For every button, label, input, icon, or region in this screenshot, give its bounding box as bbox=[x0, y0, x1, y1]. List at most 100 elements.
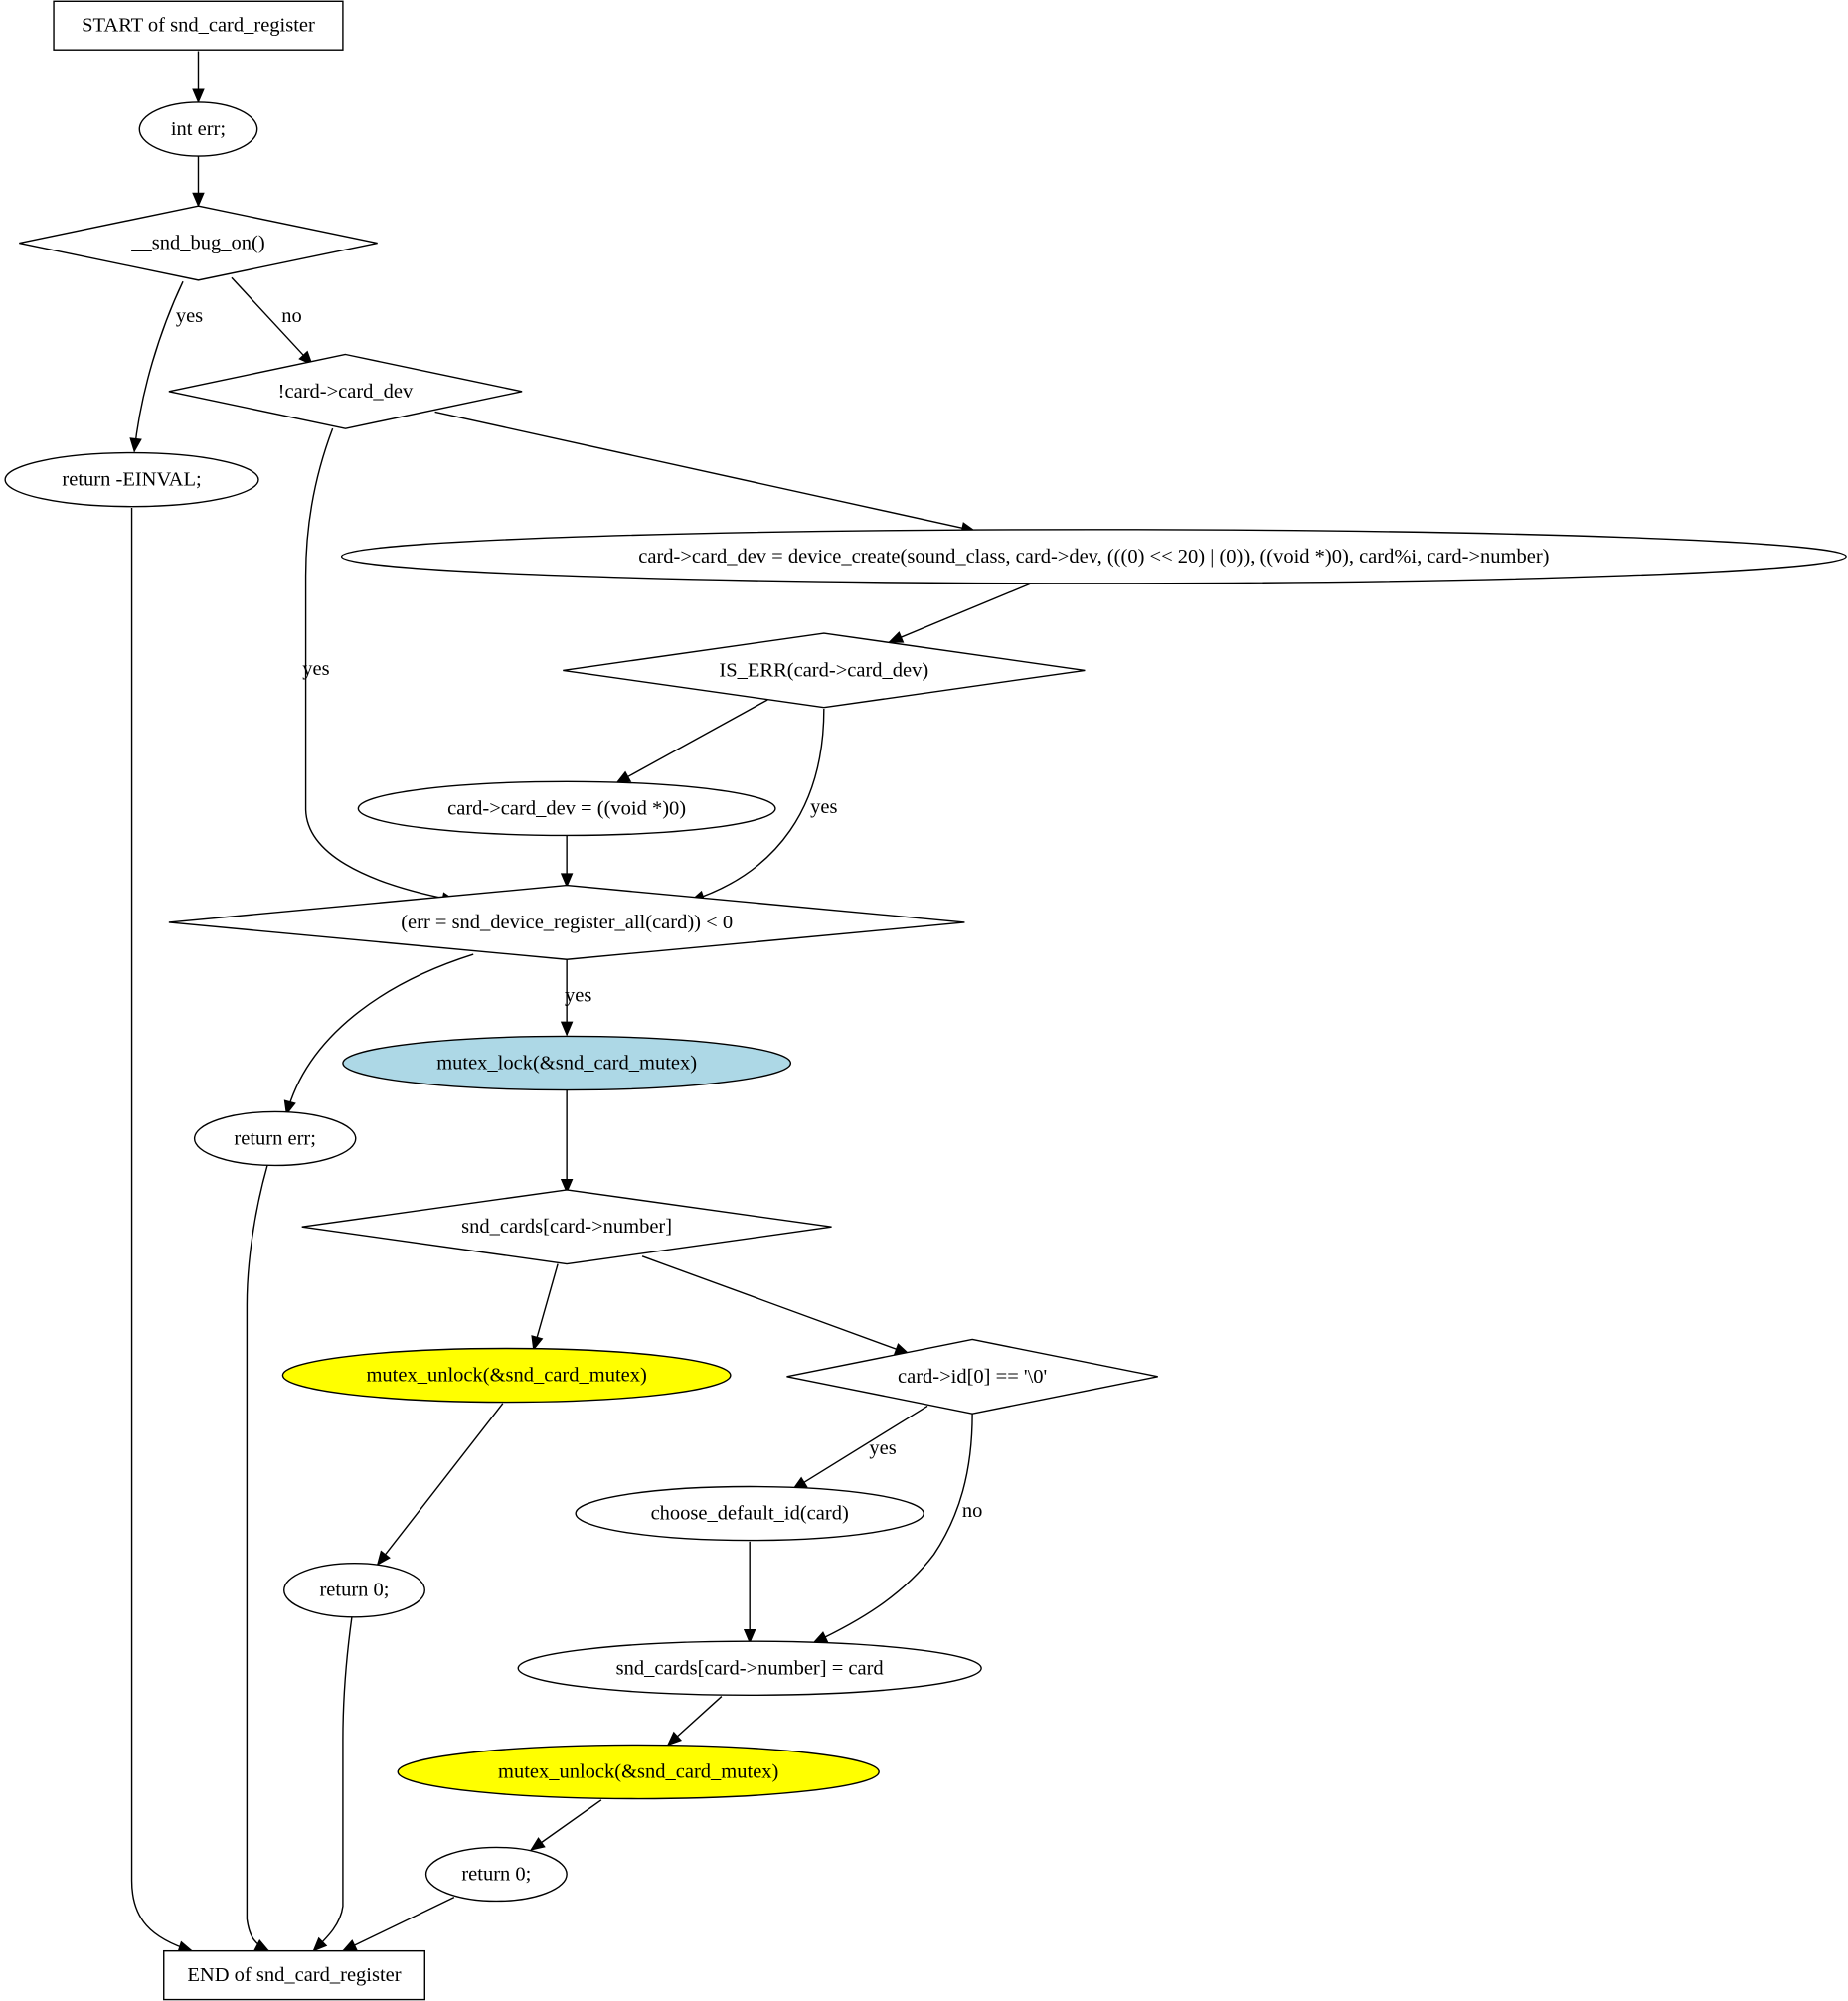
node-assign: snd_cards[card->number] = card bbox=[517, 1640, 982, 1696]
ellipse-shape bbox=[281, 1347, 732, 1404]
node-ret_einval: return -EINVAL; bbox=[4, 451, 259, 508]
edge-arrowhead bbox=[341, 1939, 358, 1952]
edge-label-yes: yes bbox=[302, 658, 329, 680]
diamond-shape bbox=[168, 353, 523, 429]
node-label: (err = snd_device_register_all(card)) < … bbox=[401, 912, 733, 933]
edge-e2 bbox=[192, 156, 205, 208]
edge-e24 bbox=[312, 1616, 353, 1952]
node-id_chk: card->id[0] == '\0' bbox=[786, 1338, 1158, 1415]
edge-line bbox=[304, 427, 456, 902]
edge-e16: yes bbox=[791, 1405, 928, 1490]
node-dev_create: card->card_dev = device_create(sound_cla… bbox=[340, 529, 1847, 584]
edge-line bbox=[641, 1255, 910, 1355]
edge-e17: no bbox=[812, 1414, 983, 1644]
node-label: card->card_dev = device_create(sound_cla… bbox=[638, 546, 1549, 568]
edge-e19 bbox=[743, 1541, 756, 1644]
node-label: choose_default_id(card) bbox=[651, 1503, 849, 1525]
edge-arrowhead bbox=[615, 770, 632, 784]
diamond-shape bbox=[301, 1189, 832, 1265]
node-label: return 0; bbox=[461, 1863, 531, 1885]
node-cards_chk: snd_cards[card->number] bbox=[301, 1189, 832, 1265]
edge-line bbox=[434, 411, 975, 532]
node-label: int err; bbox=[171, 118, 226, 140]
node-label: __snd_bug_on() bbox=[130, 233, 264, 254]
edge-arrowhead bbox=[283, 1099, 296, 1116]
edge-line bbox=[377, 1403, 504, 1566]
edge-label-yes: yes bbox=[565, 984, 591, 1006]
edge-e8 bbox=[615, 699, 768, 784]
edge-e14 bbox=[531, 1263, 559, 1352]
edge-label-no: no bbox=[962, 1500, 983, 1522]
edge-e3: yes bbox=[129, 280, 203, 453]
diamond-shape bbox=[563, 632, 1086, 709]
node-label: snd_cards[card->number] bbox=[461, 1216, 672, 1238]
edge-line bbox=[889, 583, 1032, 643]
edge-line bbox=[813, 1414, 973, 1644]
diamond-shape bbox=[786, 1338, 1158, 1415]
node-label: card->card_dev = ((void *)0) bbox=[447, 797, 686, 819]
ellipse-shape bbox=[424, 1846, 568, 1903]
edge-line bbox=[285, 953, 474, 1115]
node-label: mutex_lock(&snd_card_mutex) bbox=[436, 1053, 697, 1075]
node-is_err: IS_ERR(card->card_dev) bbox=[563, 632, 1086, 709]
box-shape bbox=[53, 0, 344, 51]
edge-e23 bbox=[246, 1165, 270, 1952]
diamond-shape bbox=[168, 884, 965, 960]
edge-label-yes: yes bbox=[869, 1437, 896, 1459]
ellipse-shape bbox=[283, 1563, 425, 1618]
edge-e18 bbox=[376, 1403, 504, 1567]
edge-arrowhead bbox=[376, 1550, 391, 1567]
edge-e15 bbox=[641, 1255, 910, 1355]
node-label: IS_ERR(card->card_dev) bbox=[719, 659, 928, 681]
node-label: END of snd_card_register bbox=[187, 1964, 401, 1986]
edge-line bbox=[792, 1405, 928, 1490]
edge-e1 bbox=[192, 51, 205, 104]
edge-arrowhead bbox=[743, 1629, 756, 1644]
edge-arrowhead bbox=[560, 873, 574, 889]
edge-line bbox=[231, 276, 313, 366]
edge-line bbox=[533, 1263, 559, 1350]
node-label: return 0; bbox=[319, 1580, 389, 1601]
node-label: return -EINVAL; bbox=[62, 469, 201, 491]
node-dev_null: card->card_dev = ((void *)0) bbox=[357, 780, 776, 837]
node-ret_err: return err; bbox=[193, 1110, 357, 1167]
node-mutex_lock: mutex_lock(&snd_card_mutex) bbox=[342, 1035, 792, 1091]
edge-arrowhead bbox=[666, 1731, 683, 1747]
edge-e7 bbox=[888, 583, 1032, 643]
node-label: START of snd_card_register bbox=[82, 15, 315, 37]
edge-line bbox=[133, 280, 184, 452]
ellipse-shape bbox=[342, 1035, 792, 1091]
node-label: return err; bbox=[234, 1127, 316, 1149]
node-ret0_a: return 0; bbox=[283, 1563, 425, 1618]
ellipse-shape bbox=[575, 1485, 924, 1542]
edge-line bbox=[246, 1165, 269, 1952]
edge-line bbox=[312, 1616, 353, 1952]
ellipse-shape bbox=[340, 529, 1847, 584]
node-card_dev_chk: !card->card_dev bbox=[168, 353, 523, 429]
edge-e12: yes bbox=[560, 959, 591, 1037]
edge-e4: no bbox=[231, 276, 313, 366]
edge-arrowhead bbox=[298, 350, 313, 366]
edge-e25 bbox=[341, 1896, 455, 1952]
box-shape bbox=[163, 1949, 425, 2001]
edge-arrowhead bbox=[129, 437, 142, 453]
node-end: END of snd_card_register bbox=[163, 1949, 425, 2001]
edge-arrowhead bbox=[530, 1837, 546, 1851]
edge-arrowhead bbox=[253, 1938, 270, 1952]
edge-e21 bbox=[530, 1799, 602, 1851]
edge-e9: yes bbox=[689, 708, 838, 903]
edge-e6: yes bbox=[302, 427, 457, 905]
ellipse-shape bbox=[517, 1640, 982, 1696]
edge-arrowhead bbox=[560, 1178, 574, 1194]
edge-arrowhead bbox=[888, 631, 905, 643]
node-label: !card->card_dev bbox=[278, 381, 414, 403]
edge-e13 bbox=[560, 1089, 574, 1194]
node-start: START of snd_card_register bbox=[53, 0, 344, 51]
edge-arrowhead bbox=[192, 192, 205, 208]
ellipse-shape bbox=[4, 451, 259, 508]
node-int_err: int err; bbox=[138, 101, 258, 157]
edge-line bbox=[342, 1896, 455, 1952]
